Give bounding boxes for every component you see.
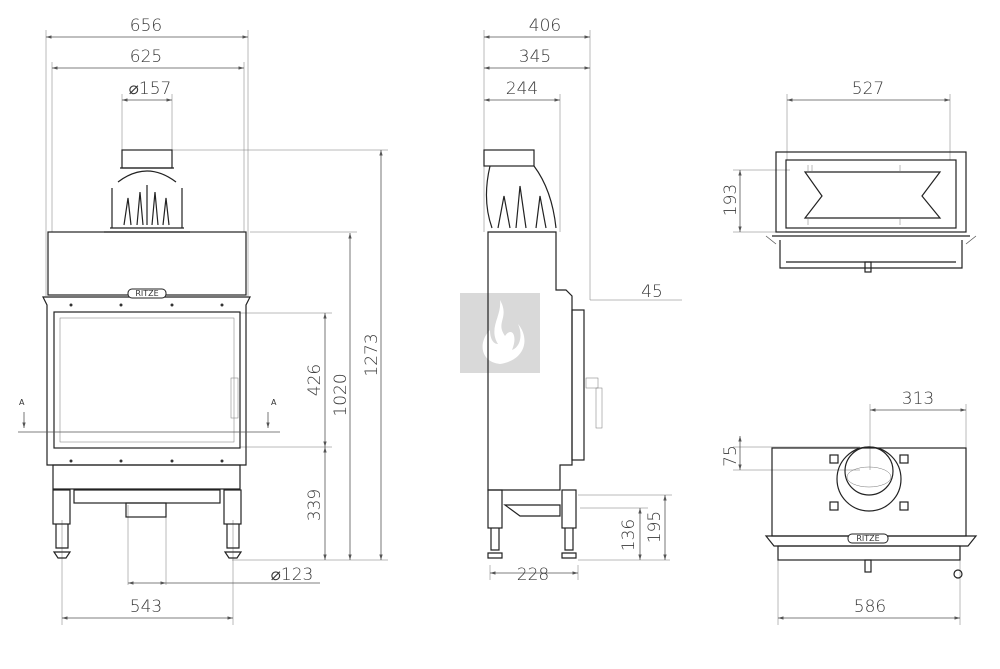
chamber-outline [775, 151, 967, 233]
dim-door-offset: 45 [641, 282, 663, 302]
bottom-view: RITZE 313 75 586 [721, 389, 978, 625]
flame-icon [482, 300, 525, 364]
firebox-interior [803, 171, 942, 219]
dim-body-depth: 345 [519, 47, 551, 67]
dim-flue-center-offset: 313 [902, 389, 934, 409]
side-door-panel [571, 309, 585, 461]
dim-overall-depth: 406 [529, 16, 561, 36]
dim-leg-spacing: 543 [130, 597, 162, 617]
bottom-brand-logo-text: RITZE [856, 534, 879, 543]
dim-flue-offset: 244 [506, 79, 538, 99]
top-section-view: 527 193 [721, 79, 977, 273]
dim-inlet-top: 195 [645, 511, 665, 543]
front-view: RITZE A A 656 625 ⌀157 1273 1020 426 339… [18, 16, 388, 625]
section-marker-right: A [271, 398, 277, 407]
dim-flue-depth-offset: 75 [721, 445, 741, 467]
dim-overall-width: 656 [130, 16, 162, 36]
dim-air-inlet-diameter: ⌀123 [271, 565, 314, 585]
dim-base-width: 586 [854, 597, 886, 617]
air-inlet [125, 502, 167, 518]
dim-chamber-width: 527 [852, 79, 884, 99]
dim-chamber-depth: 193 [721, 184, 741, 216]
brand-logo [127, 288, 167, 299]
flue-collar [121, 149, 173, 169]
side-view: 406 345 244 45 136 195 228 [460, 16, 682, 585]
right-leg [223, 489, 242, 525]
dim-flue-diameter: ⌀157 [129, 79, 172, 99]
base-plate [771, 447, 967, 537]
dim-inlet-height: 136 [619, 519, 639, 551]
door-handle [230, 377, 239, 419]
glass-door [53, 311, 241, 449]
firebox-frame [42, 296, 251, 466]
top-panel [47, 231, 247, 296]
dim-total-height: 1273 [362, 333, 382, 376]
dim-leg-depth: 228 [517, 565, 549, 585]
brand-logo-text: RITZE [135, 289, 158, 298]
dim-body-height: 1020 [331, 373, 351, 416]
dim-glass-height: 426 [305, 364, 325, 396]
section-marker-left: A [19, 398, 25, 407]
side-flue-collar [483, 149, 535, 167]
dim-floor-to-glass: 339 [305, 489, 325, 521]
dim-inner-width: 625 [130, 47, 162, 67]
flue-outlet [844, 446, 894, 496]
left-leg [52, 489, 71, 525]
